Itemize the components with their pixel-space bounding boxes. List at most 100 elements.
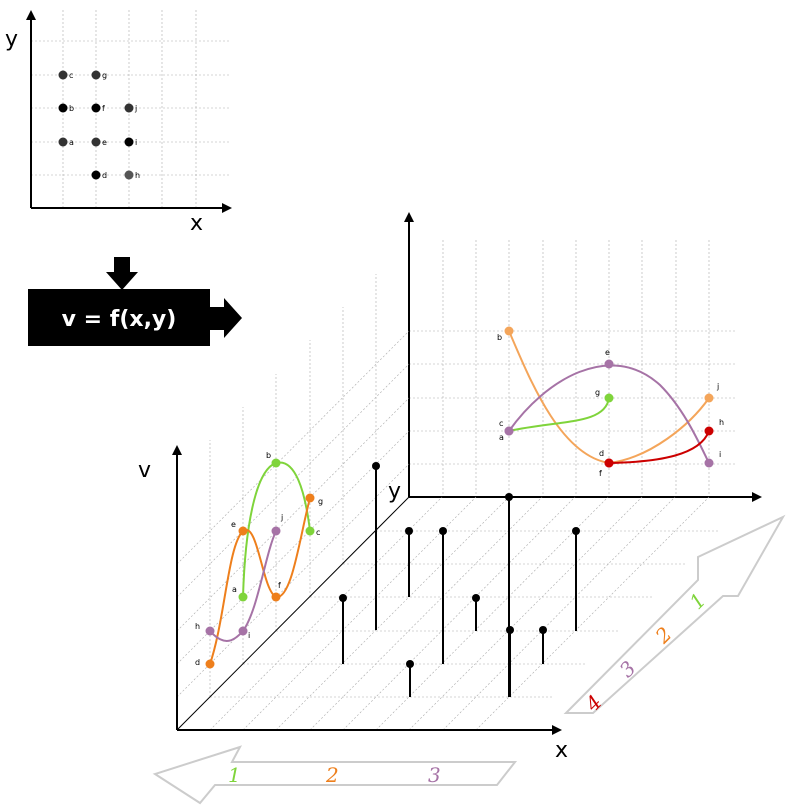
back-point-label-g: g [595,388,600,397]
side-point-label-b: b [266,451,271,460]
scatter2d-point-j [124,103,134,113]
back-point-j [704,393,714,403]
bottom-arrow-shape [152,745,518,805]
back-point-i [704,458,714,468]
plot3d-v-label: v [138,458,151,483]
side-point-a [238,592,248,602]
scatter2d-point-label-e: e [102,138,107,147]
scatter2d-point-label-c: c [69,71,73,80]
side-point-b [271,458,281,468]
scatter2d-point-label-i: i [135,138,137,147]
function-formula: v = f(x,y) [62,307,177,332]
back-point-g [604,393,614,403]
scatter2d-point-label-h: h [135,171,140,180]
side-point-label-a: a [232,585,237,594]
side-point-label-e: e [231,520,236,529]
scatter2d-point-g [91,70,101,80]
function-box-group: v = f(x,y) [28,257,242,346]
stem-point [505,493,513,501]
back-point-label-d: d [599,449,604,458]
scatter2d-point-label-a: a [69,138,74,147]
scatter2d-point-b [58,103,68,113]
back-curve-light-orange-2 [608,397,710,464]
side-point-label-d: d [195,658,200,667]
scatter2d-point-a [58,137,68,147]
side-curve-orange [209,497,311,665]
back-point-label-j: j [716,382,719,391]
side-point-label-g: g [318,497,323,506]
back-point-label-b: b [497,333,502,342]
scatter2d-y-label: y [5,27,18,52]
stem-point [405,527,413,535]
output-arrow-icon [210,298,242,338]
side-point-c [305,526,315,536]
scatter2d-x-label: x [190,211,203,236]
input-arrow-icon [106,257,138,290]
back-curve-light-orange [508,330,610,464]
floor-depth-axis [176,496,410,731]
back-panel-grid [409,240,735,497]
scatter2d-point-c [58,70,68,80]
scatter2d-point-f [91,103,101,113]
side-point-d [205,659,215,669]
back-point-c [504,426,514,436]
back-curve-purple [508,364,710,464]
plot3d-x-label: x [555,738,568,763]
floor-stems [339,462,580,697]
stem-point [539,626,547,634]
scatter2d-point-label-f: f [102,104,105,113]
bottom-arrow-label-2: 2 [325,763,339,787]
right-arrow: 1 2 3 4 [563,514,786,717]
stem-point [372,462,380,470]
stem-point [472,594,480,602]
function-box [28,289,210,346]
side-panel: v a b c d e f g h i j [138,274,410,730]
side-point-label-f: f [278,581,281,590]
bottom-arrow-label-1: 1 [228,763,241,787]
floor-grid [209,496,718,731]
stem-point [339,594,347,602]
stem-point [572,527,580,535]
scatter2d-point-d [91,170,101,180]
stem-point [406,660,414,668]
side-point-h [205,626,215,636]
back-point-label-f: f [599,469,602,478]
back-point-label-c: c [499,419,503,428]
side-point-j [271,526,281,536]
side-point-label-i: i [248,631,250,640]
side-point-label-h: h [195,622,200,631]
side-point-i [238,626,248,636]
floor-plane: x [176,462,718,763]
bottom-arrow-label-3: 3 [428,763,441,787]
stem-point [506,626,514,634]
back-panel-curves [508,330,710,464]
side-point-g [305,493,315,503]
side-point-f [271,592,281,602]
scatter2d-point-e [91,137,101,147]
side-point-label-c: c [316,528,320,537]
back-point-f [604,458,614,468]
back-point-h [704,426,714,436]
plot3d-y-label: y [388,479,401,504]
bottom-arrow: 1 2 3 [152,745,518,805]
side-point-e [238,526,248,536]
side-point-label-j: j [280,513,283,522]
back-point-label-e: e [605,348,610,357]
right-arrow-shape [563,514,786,714]
back-point-b [504,326,514,336]
back-curve-red [608,430,710,464]
scatter2d-point-i [124,137,134,147]
back-point-label-h: h [719,418,724,427]
stem-point [439,527,447,535]
scatter2d-point-label-j: j [134,104,137,113]
scatter2d-point-label-b: b [69,104,74,113]
back-point-label-i: i [719,450,721,459]
scatter2d-point-h [124,170,134,180]
back-point-e [604,359,614,369]
side-panel-points: a b c d e f g h i j [195,451,323,669]
